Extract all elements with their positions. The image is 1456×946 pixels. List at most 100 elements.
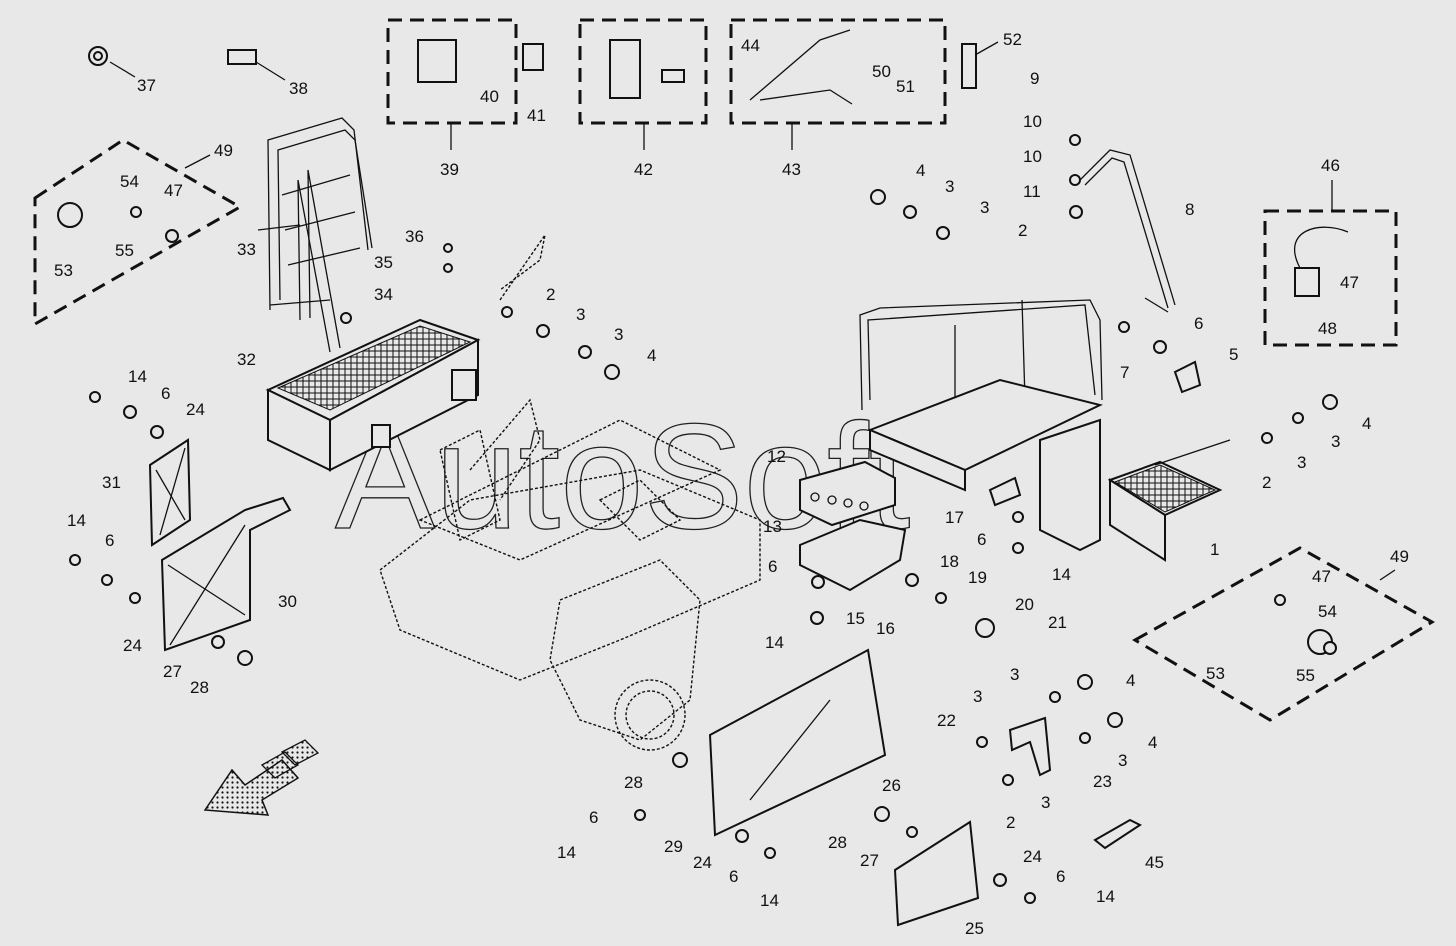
fasteners [57,29,1349,904]
label-27: 27 [860,851,879,870]
label-14: 14 [1096,887,1115,906]
label-26: 26 [882,776,901,795]
label-38: 38 [289,79,308,98]
label-28: 28 [190,678,209,697]
label-6: 6 [1056,867,1065,886]
group-box-49-right [1131,546,1435,722]
label-6: 6 [589,808,598,827]
label-32: 32 [237,350,256,369]
label-44: 44 [741,36,760,55]
group-box-43 [729,18,947,125]
label-4: 4 [1362,414,1371,433]
label-24: 24 [693,853,712,872]
label-6: 6 [977,530,986,549]
label-3: 3 [945,177,954,196]
label-9: 9 [1030,69,1039,88]
label-18: 18 [940,552,959,571]
label-3: 3 [1010,665,1019,684]
label-49: 49 [214,141,233,160]
label-49: 49 [1390,547,1409,566]
label-6: 6 [105,531,114,550]
label-21: 21 [1048,613,1067,632]
label-3: 3 [576,305,585,324]
label-43: 43 [782,160,801,179]
label-24: 24 [123,636,142,655]
label-30: 30 [278,592,297,611]
label-14: 14 [557,843,576,862]
label-7: 7 [1120,363,1129,382]
label-14: 14 [760,891,779,910]
bar-part-45 [1093,818,1143,850]
bracket-part-13 [799,518,907,592]
label-48: 48 [1318,319,1337,338]
label-14: 14 [765,633,784,652]
label-55: 55 [1296,666,1315,685]
callout-labels: 1 2 2 2 2 3 3 3 3 3 3 3 3 3 3 4 4 4 4 4 … [54,30,1409,938]
label-40: 40 [480,87,499,106]
label-47: 47 [1340,273,1359,292]
label-35: 35 [374,253,393,272]
label-8: 8 [1185,200,1194,219]
label-13: 13 [763,517,782,536]
label-22: 22 [937,711,956,730]
label-34: 34 [374,285,393,304]
label-37: 37 [137,76,156,95]
direction-arrow-icon [203,739,320,816]
label-10: 10 [1023,147,1042,166]
label-4: 4 [916,161,925,180]
label-3: 3 [614,325,623,344]
label-24: 24 [1023,847,1042,866]
plate-part-31 [148,438,192,547]
label-2: 2 [1018,221,1027,240]
label-53: 53 [1206,664,1225,683]
label-45: 45 [1145,853,1164,872]
bracket-part-23 [1008,716,1052,777]
label-28: 28 [624,773,643,792]
label-31: 31 [102,473,121,492]
label-14: 14 [67,511,86,530]
group-box-42 [578,18,708,125]
label-19: 19 [968,568,987,587]
label-10: 10 [1023,112,1042,131]
label-28: 28 [828,833,847,852]
label-11: 11 [1023,182,1041,201]
handrail-part-8 [1079,149,1176,313]
label-6: 6 [768,557,777,576]
bracket-part-12 [799,460,896,527]
label-3: 3 [980,198,989,217]
label-25: 25 [965,919,984,938]
label-5: 5 [1229,345,1238,364]
label-54: 54 [120,172,139,191]
group-box-39 [386,18,518,125]
label-2: 2 [1006,813,1015,832]
chassis-frame [379,234,761,751]
step-grating-part-32 [265,318,481,472]
label-3: 3 [973,687,982,706]
label-6: 6 [1194,314,1203,333]
label-6: 6 [729,867,738,886]
label-14: 14 [128,367,147,386]
label-24: 24 [186,400,205,419]
label-15: 15 [846,609,865,628]
label-3: 3 [1118,751,1127,770]
panel-part-26 [708,648,887,837]
group-box-49-left [33,138,244,327]
label-39: 39 [440,160,459,179]
label-3: 3 [1297,453,1306,472]
label-14: 14 [1052,565,1071,584]
label-4: 4 [1148,733,1157,752]
label-52: 52 [1003,30,1022,49]
label-36: 36 [405,227,424,246]
label-41: 41 [527,106,546,125]
label-4: 4 [647,346,656,365]
label-2: 2 [1262,473,1271,492]
label-50: 50 [872,62,891,81]
plate-part-30 [160,496,292,652]
label-54: 54 [1318,602,1337,621]
label-6: 6 [161,384,170,403]
label-46: 46 [1321,156,1340,175]
label-51: 51 [896,77,915,96]
label-27: 27 [163,662,182,681]
label-16: 16 [876,619,895,638]
label-53: 53 [54,261,73,280]
